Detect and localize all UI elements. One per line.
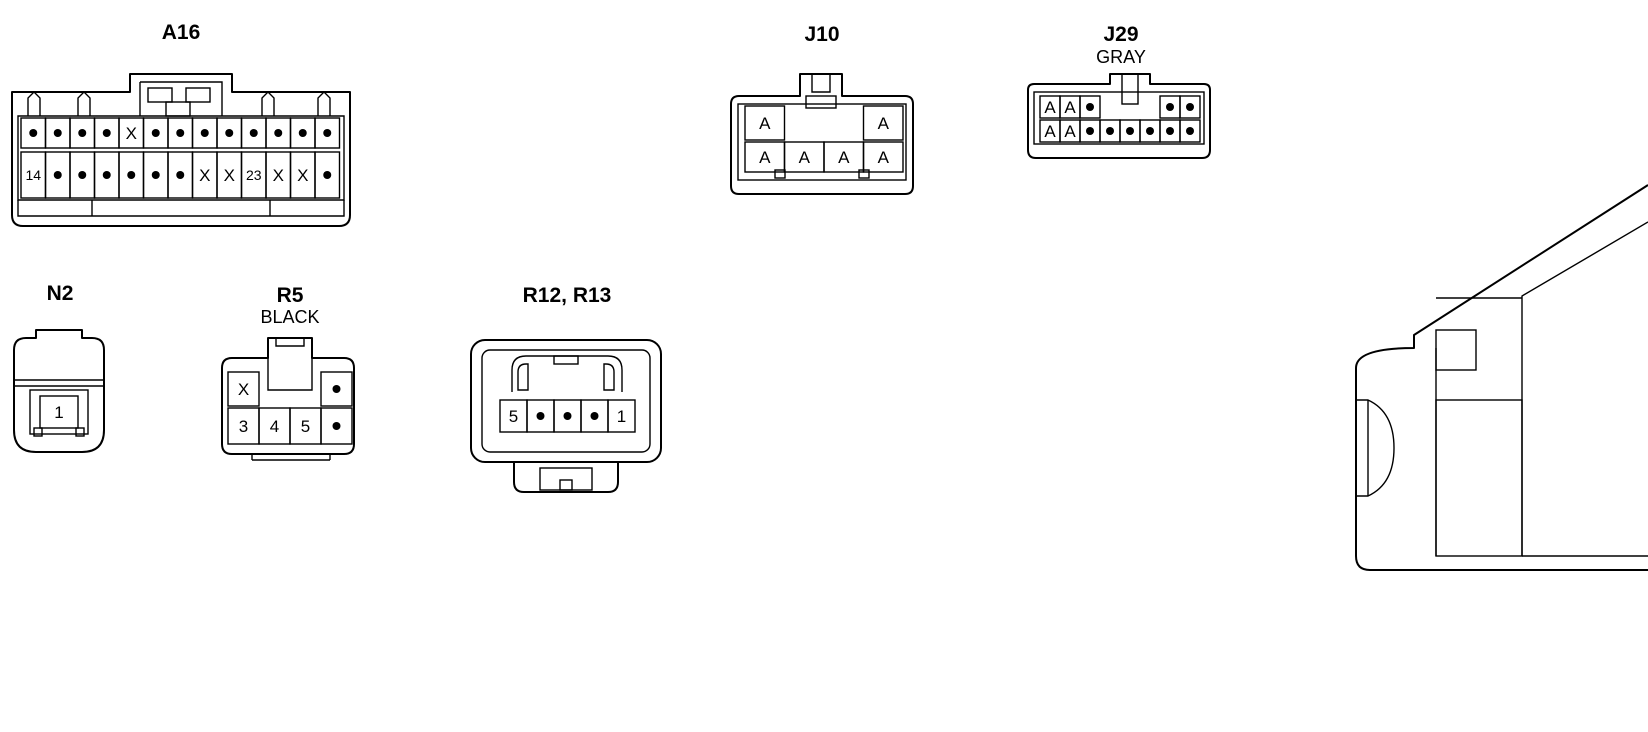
j10-row1-pin-4: A bbox=[878, 114, 890, 133]
j29-row2-cell-8 bbox=[1179, 119, 1201, 143]
j29-row1-cell-8 bbox=[1179, 95, 1201, 119]
a16-row2-pin-5-dot bbox=[127, 171, 136, 179]
a16-row1-pin-5: X bbox=[126, 124, 137, 143]
r5-row2-pin-2: 4 bbox=[270, 417, 279, 436]
a16-row2-pin-8: X bbox=[199, 166, 210, 185]
connector-j10-label: J10 bbox=[804, 23, 839, 46]
a16-row1-pin-13-dot bbox=[323, 129, 332, 137]
connector-r5-color: BLACK bbox=[260, 307, 319, 327]
connector-a16-row1: X bbox=[20, 117, 341, 149]
j29-row2-pin-8-dot bbox=[1186, 127, 1194, 135]
j29-row1-pin-3-dot bbox=[1086, 103, 1094, 111]
j29-row2-pin-1: A bbox=[1044, 122, 1056, 141]
j10-row2-pin-4: A bbox=[878, 148, 890, 167]
r5-row2-pin-1: 3 bbox=[239, 417, 248, 436]
connector-j29-label: J29 bbox=[1103, 23, 1138, 46]
r12-r13-cell-5 bbox=[607, 399, 636, 433]
a16-row1-pin-12-dot bbox=[298, 129, 307, 137]
j10-row1-pin-1: A bbox=[759, 114, 771, 133]
n2-pin-1: 1 bbox=[54, 403, 63, 422]
a16-row2-pin-11: X bbox=[273, 166, 284, 185]
a16-row1-pin-1-dot bbox=[29, 129, 38, 137]
j10-row2-pin-2: A bbox=[799, 148, 811, 167]
j29-row1-pin-2: A bbox=[1064, 98, 1076, 117]
j29-row2-pin-4-dot bbox=[1106, 127, 1114, 135]
connector-r5-row2: 3 4 5 bbox=[227, 407, 353, 445]
a16-row2-cell-13 bbox=[314, 151, 341, 199]
r12-r13-pin-1: 5 bbox=[509, 407, 518, 426]
a16-row2-pin-6-dot bbox=[151, 171, 160, 179]
j29-row2-pin-5-dot bbox=[1126, 127, 1134, 135]
r5-row2-cell-4 bbox=[320, 407, 353, 445]
a16-row2-pin-1: 14 bbox=[25, 167, 41, 183]
a16-row1-pin-4-dot bbox=[102, 129, 111, 137]
a16-row2-pin-4-dot bbox=[102, 171, 111, 179]
a16-row1-pin-8-dot bbox=[200, 129, 209, 137]
j29-row2-pin-3-dot bbox=[1086, 127, 1094, 135]
r5-row1-pin-4-dot bbox=[332, 385, 341, 393]
j10-row2-pin-1: A bbox=[759, 148, 771, 167]
connector-r5-label: R5 bbox=[277, 284, 304, 307]
connector-r5: R5 BLACK X 3 4 5 bbox=[221, 284, 355, 461]
a16-row2-pin-2-dot bbox=[53, 171, 62, 179]
a16-row1-cell-13 bbox=[314, 117, 341, 149]
a16-row2-pin-10: 23 bbox=[246, 167, 262, 183]
r5-row2-pin-4-dot bbox=[332, 422, 341, 430]
r12-r13-pin-5: 1 bbox=[617, 407, 626, 426]
n2-cell-1 bbox=[39, 395, 79, 429]
a16-row1-pin-3-dot bbox=[78, 129, 87, 137]
j29-row2-pin-7-dot bbox=[1166, 127, 1174, 135]
j29-row1-pin-7-dot bbox=[1166, 103, 1174, 111]
j10-row2-cell-4 bbox=[862, 141, 904, 173]
j10-row1-cell-4 bbox=[862, 105, 904, 141]
connector-r5-row1: X bbox=[227, 371, 353, 407]
connector-n2-label: N2 bbox=[47, 282, 74, 305]
connector-n2: N2 1 bbox=[13, 282, 105, 453]
a16-row1-pin-9-dot bbox=[225, 129, 234, 137]
connector-j29-color: GRAY bbox=[1096, 47, 1146, 67]
a16-row2-pin-12: X bbox=[297, 166, 308, 185]
a16-row1-pin-6-dot bbox=[151, 129, 160, 137]
a16-row2-pin-9: X bbox=[224, 166, 235, 185]
j29-row1-pin-8-dot bbox=[1186, 103, 1194, 111]
j29-row1-pin-1: A bbox=[1044, 98, 1056, 117]
a16-row1-pin-10-dot bbox=[249, 129, 258, 137]
r5-row2-pin-3: 5 bbox=[301, 417, 310, 436]
r5-row1-cell-1 bbox=[227, 371, 260, 407]
r12-r13-pin-3-dot bbox=[563, 412, 572, 420]
connector-a16-label: A16 bbox=[162, 21, 201, 44]
a16-row1-pin-11-dot bbox=[274, 129, 283, 137]
a16-row2-pin-3-dot bbox=[78, 171, 87, 179]
a16-row1-pin-7-dot bbox=[176, 129, 185, 137]
a16-row2-pin-13-dot bbox=[323, 171, 332, 179]
r5-row1-pin-1: X bbox=[238, 380, 249, 399]
connector-r12-r13-label: R12, R13 bbox=[523, 284, 612, 307]
j10-row1-cell-1 bbox=[744, 105, 786, 141]
connector-n2-pins: 1 bbox=[39, 395, 79, 429]
j29-row2-pin-6-dot bbox=[1146, 127, 1154, 135]
r12-r13-pin-4-dot bbox=[590, 412, 599, 420]
j29-row2-pin-2: A bbox=[1064, 122, 1076, 141]
a16-row1-pin-2-dot bbox=[53, 129, 62, 137]
j10-row2-pin-3: A bbox=[838, 148, 850, 167]
j29-row1-cell-3 bbox=[1079, 95, 1101, 119]
partial-connector-housing bbox=[1355, 184, 1648, 571]
r12-r13-pin-2-dot bbox=[536, 412, 545, 420]
r5-row1-cell-4 bbox=[320, 371, 353, 407]
a16-row2-pin-7-dot bbox=[176, 171, 185, 179]
